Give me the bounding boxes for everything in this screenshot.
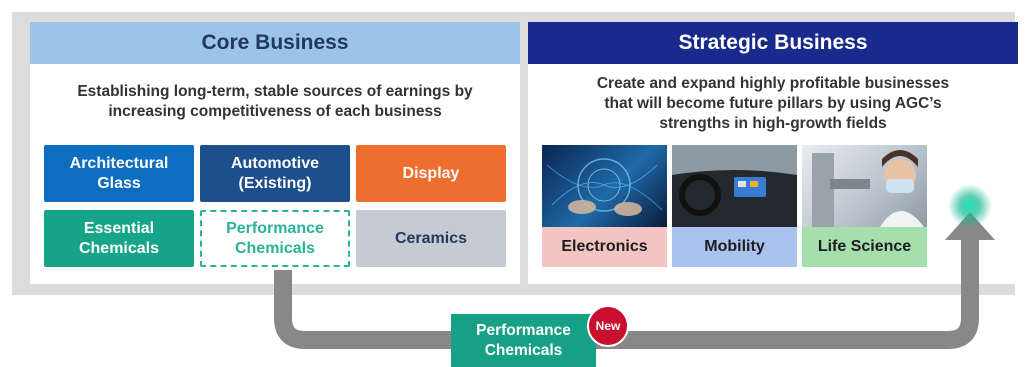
tile-line: Display [402, 164, 460, 182]
tile-line: Automotive [231, 154, 319, 172]
strategic-business-description: Create and expand highly profitable busi… [528, 74, 1018, 134]
strategic-description-line-3: strengths in high-growth fields [659, 115, 887, 132]
strategic-description-line-1: Create and expand highly profitable busi… [596, 75, 950, 92]
arrow-path [274, 238, 979, 349]
arrow-glow [948, 184, 992, 228]
tile-line: Chemicals [234, 239, 316, 257]
core-business-description: Establishing long-term, stable sources o… [30, 82, 520, 122]
tile-line: Performance [226, 219, 324, 237]
transition-line: Performance [476, 321, 571, 339]
life-science-photo [802, 145, 927, 227]
tile-line: Ceramics [394, 229, 468, 247]
transition-line: Chemicals [484, 341, 563, 359]
tile-line: Chemicals [78, 239, 160, 257]
strategic-business-title: Strategic Business [528, 22, 1018, 64]
field-electronics: Electronics [542, 227, 667, 267]
mobility-photo [672, 145, 797, 227]
tile-line: Essential [83, 219, 155, 237]
tile-line: Glass [97, 174, 141, 192]
field-mobility: Mobility [672, 227, 797, 267]
tile-line: (Existing) [238, 174, 312, 192]
strategic-description-line-2: that will become future pillars by using… [604, 95, 942, 112]
tile-line: Architectural [69, 154, 169, 172]
tile-display: Display [356, 145, 506, 202]
electronics-photo [542, 145, 667, 227]
core-description-line-2: increasing competitiveness of each busin… [108, 103, 442, 120]
core-description-line-1: Establishing long-term, stable sources o… [77, 83, 473, 100]
new-badge: New [587, 305, 629, 347]
tile-automotive-existing: Automotive (Existing) [200, 145, 350, 202]
field-life-science: Life Science [802, 227, 927, 267]
core-business-title: Core Business [30, 22, 520, 64]
tile-ceramics: Ceramics [356, 210, 506, 267]
